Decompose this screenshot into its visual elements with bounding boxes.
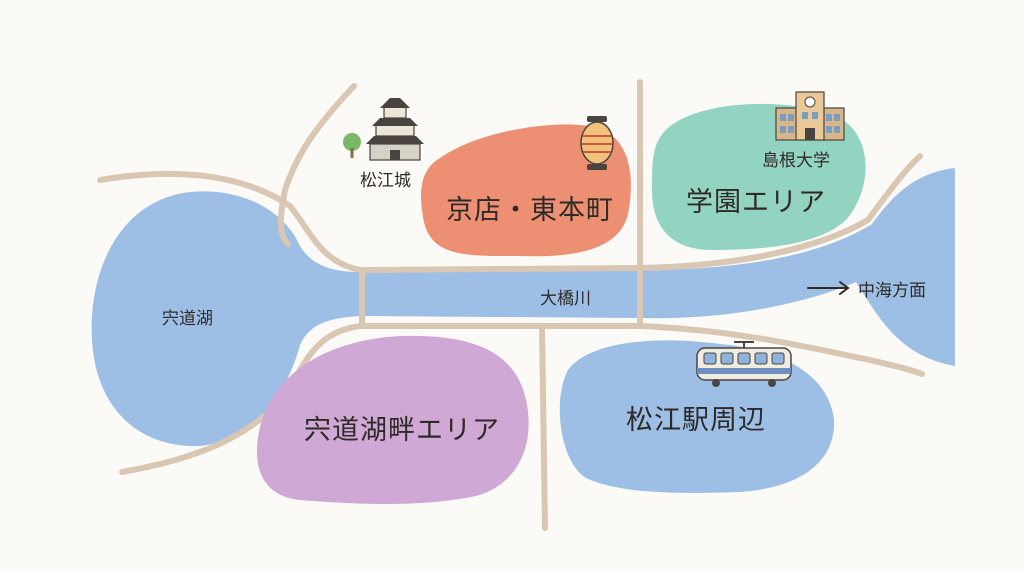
- lake-label: 宍道湖: [162, 309, 213, 329]
- castle-icon: [343, 98, 424, 161]
- river-label: 大橋川: [540, 289, 591, 309]
- castle-label: 松江城: [360, 171, 411, 191]
- lantern-icon: [580, 116, 614, 170]
- area-label-kyomise: 京店・東本町: [446, 195, 614, 226]
- area-label-lakeside: 宍道湖畔エリア: [304, 415, 500, 446]
- train-icon: [696, 341, 792, 387]
- area-kyomise: [421, 124, 631, 257]
- arrow-right-icon: [807, 281, 850, 295]
- area-lakeside: [256, 335, 529, 504]
- area-label-station: 松江駅周辺: [626, 405, 766, 436]
- road-network: [97, 79, 925, 531]
- direction-label: 中海方面: [858, 281, 926, 301]
- lake-and-river: [91, 168, 956, 447]
- university-label: 島根大学: [762, 151, 830, 171]
- area-label-gakuen: 学園エリア: [686, 187, 826, 218]
- university-icon: [775, 91, 845, 141]
